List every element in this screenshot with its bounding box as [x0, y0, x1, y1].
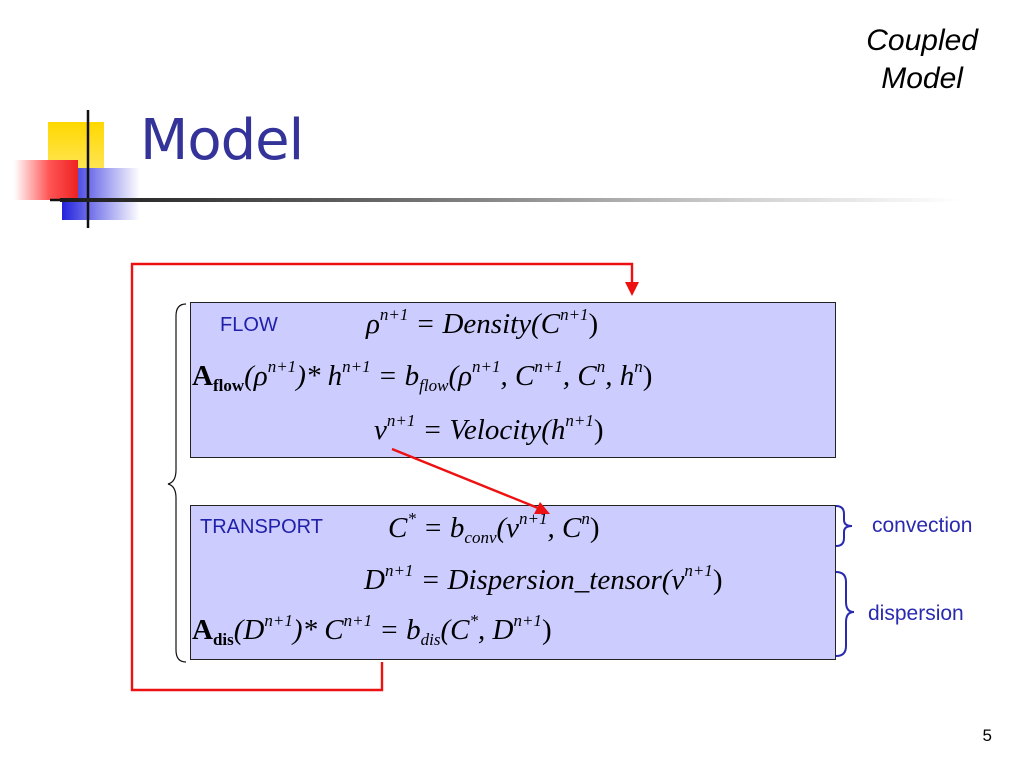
dispersion-brace — [835, 571, 855, 657]
title-underline — [60, 198, 960, 202]
flow-eq-density: ρn+1 = Density(Cn+1) — [366, 305, 599, 340]
convection-label: convection — [872, 514, 973, 537]
system-left-brace — [167, 303, 187, 663]
dispersion-label: dispersion — [868, 602, 964, 625]
flow-label: FLOW — [220, 314, 278, 336]
red-square — [14, 160, 78, 200]
page-number: 5 — [982, 726, 992, 745]
corner-label-line1: Coupled — [866, 24, 978, 57]
corner-label-line2: Model — [881, 62, 963, 95]
slide-logo — [14, 110, 140, 228]
flow-eq-velocity: vn+1 = Velocity(hn+1) — [374, 411, 604, 446]
transport-eq-convection: C* = bconv(vn+1, Cn) — [388, 509, 600, 547]
transport-eq-dispersion: Adis(Dn+1)* Cn+1 = bdis(C*, Dn+1) — [192, 611, 552, 649]
slide-title: Model — [140, 108, 304, 173]
convection-brace — [835, 505, 853, 547]
transport-eq-dispersion-tensor: Dn+1 = Dispersion_tensor(vn+1) — [364, 561, 723, 596]
feedback-arrowhead — [625, 282, 639, 296]
corner-label: Coupled Model — [866, 22, 978, 98]
flow-eq-pressure: Aflow(ρn+1)* hn+1 = bflow(ρn+1, Cn+1, Cn… — [192, 357, 653, 395]
transport-label: TRANSPORT — [200, 516, 323, 538]
